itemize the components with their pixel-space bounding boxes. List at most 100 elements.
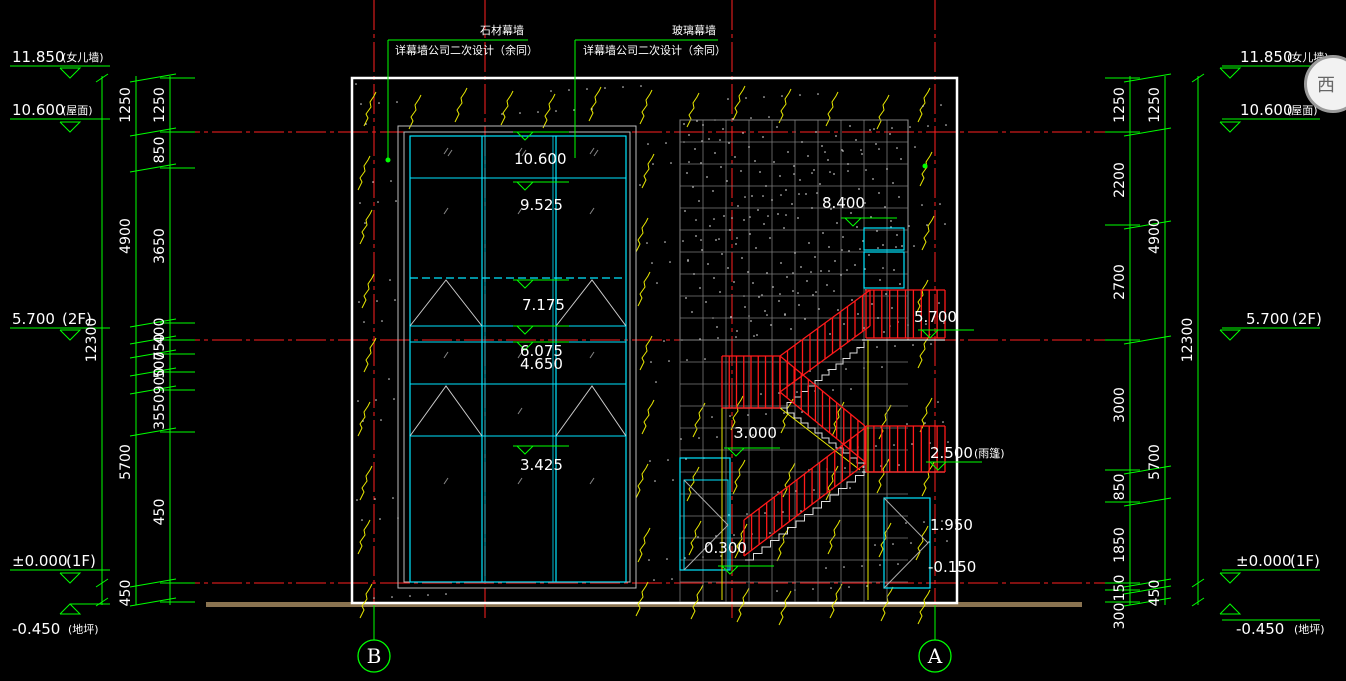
hatch-dot (665, 142, 667, 144)
hatch-dot (356, 499, 358, 501)
hatch-dot (779, 293, 781, 295)
stair-level: 3.000 (734, 424, 777, 442)
hatch-dot (798, 193, 800, 195)
hatch-dot (718, 238, 720, 240)
right-dimension-chain (1105, 73, 1205, 607)
hatch-dot (670, 162, 672, 164)
hatch-mark (639, 335, 653, 371)
hatch-dot (622, 86, 624, 88)
dimension-value: 300 (1112, 603, 1128, 630)
hatch-dot (374, 498, 376, 500)
hatch-dot (793, 173, 795, 175)
hatch-dot (701, 140, 703, 142)
hatch-dot (873, 128, 875, 130)
hatch-dot (924, 422, 926, 424)
hatch-dot (752, 434, 754, 436)
left-level-note: (1F) (66, 552, 96, 570)
hatch-dot (893, 444, 895, 446)
hatch-dot (781, 95, 783, 97)
hatch-dot (921, 204, 923, 206)
hatch-mark (361, 273, 375, 309)
hatch-mark (639, 89, 653, 125)
building-outline (350, 76, 959, 605)
hatch-dot (783, 412, 785, 414)
hatch-dot (699, 338, 701, 340)
ground-line (206, 602, 1082, 607)
hatch-mark (736, 587, 750, 623)
hatch-dot (604, 87, 606, 89)
hatch-mark (921, 215, 935, 251)
axis-bubble-b[interactable]: B (357, 605, 391, 673)
hatch-mark (734, 523, 748, 559)
curtain-window (397, 125, 637, 589)
hatch-dot (912, 344, 914, 346)
hatch-dot (372, 181, 374, 183)
hatch-dot (555, 110, 557, 112)
callout-leaders (385, 39, 928, 169)
hatch-dot (922, 105, 924, 107)
hatch-dot (881, 366, 883, 368)
hatch-dot (792, 272, 794, 274)
viewcube-direction[interactable]: 西 (1304, 55, 1346, 113)
hatch-dot (876, 346, 878, 348)
hatch-dot (930, 343, 932, 345)
hatch-dot (393, 398, 395, 400)
hatch-dot (639, 184, 641, 186)
left-level-value: ±0.000 (12, 552, 68, 570)
hatch-mark (588, 86, 602, 122)
hatch-mark (919, 397, 933, 433)
hatch-dot (365, 123, 367, 125)
hatch-dot (890, 226, 892, 228)
dimension-value: 450 (118, 580, 134, 607)
hatch-dot (849, 487, 851, 489)
hatch-dot (680, 438, 682, 440)
hatch-dot (897, 563, 899, 565)
hatch-dot (720, 555, 722, 557)
hatch-dot (848, 586, 850, 588)
hatch-dot (396, 101, 398, 103)
hatch-dot (845, 368, 847, 370)
hatch-dot (591, 108, 593, 110)
hatch-dot (716, 436, 718, 438)
hatch-mark (357, 155, 371, 191)
hatch-dot (945, 124, 947, 126)
hatch-dot (877, 247, 879, 249)
left-level-value: -0.450 (12, 620, 60, 638)
dimension-value: 850 (1112, 474, 1128, 501)
left-level-value: 11.850 (12, 48, 65, 66)
hatch-mark (921, 461, 935, 497)
hatch-dot (815, 291, 817, 293)
hatch-dot (664, 241, 666, 243)
stair-level: 5.700 (914, 308, 957, 326)
dimension-value: 3650 (152, 228, 168, 264)
dimension-value: 450 (1147, 580, 1163, 607)
hatch-dot (733, 534, 735, 536)
hatch-dot (389, 279, 391, 281)
hatch-dot (860, 149, 862, 151)
hatch-dot (925, 323, 927, 325)
hatch-dot (357, 400, 359, 402)
axis-bubble-a[interactable]: A (918, 605, 952, 673)
hatch-dot (875, 445, 877, 447)
hatch-mark (363, 337, 377, 373)
hatch-mark (635, 463, 649, 499)
hatch-dot (650, 361, 652, 363)
window-level: 6.075 (520, 342, 563, 360)
hatch-dot (519, 112, 521, 114)
hatch-dot (905, 522, 907, 524)
stair-level: 2.500 (930, 444, 973, 462)
hatch-dot (812, 588, 814, 590)
hatch-dot (923, 521, 925, 523)
hatch-dot (586, 88, 588, 90)
left-dimension-chain (95, 73, 195, 607)
hatch-dot (727, 98, 729, 100)
hatch-mark (686, 92, 700, 128)
hatch-dot (672, 479, 674, 481)
hatch-dot (926, 224, 928, 226)
glass-curtain-note: 详幕墙公司二次设计（余同） (583, 43, 726, 57)
hatch-dot (750, 117, 752, 119)
hatch-dot (654, 480, 656, 482)
dimension-value: 5700 (118, 444, 134, 480)
hatch-mark (690, 584, 704, 620)
